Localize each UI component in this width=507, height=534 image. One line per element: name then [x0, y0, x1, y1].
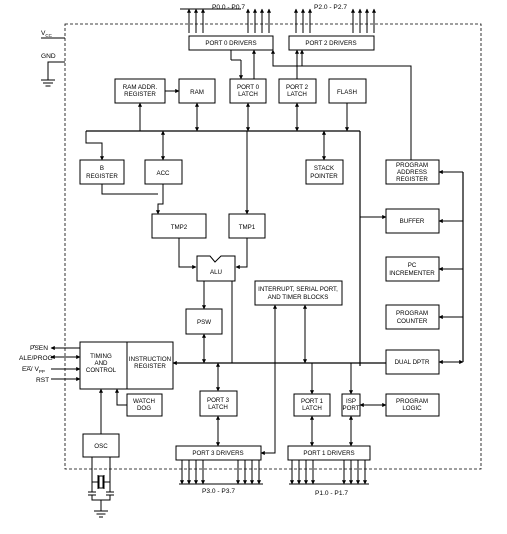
tmp1-block — [228, 213, 266, 239]
acc-tmp-connections — [101, 131, 250, 270]
crystal-oscillator-circuit — [88, 457, 114, 518]
watchdog-label-1: WATCH — [133, 398, 155, 405]
watchdog-to-reset-line — [114, 388, 127, 406]
port3-pins-label: P3.0 - P3.7 — [202, 488, 235, 495]
port3-latch-block — [199, 390, 238, 417]
port0-pin-arrows — [180, 8, 272, 33]
ale-prog-pin-label: ALE/PROG — [19, 355, 53, 362]
program-counter-label-2: COUNTER — [397, 318, 428, 325]
port2-pins-label: P2.0 - P2.7 — [314, 4, 347, 11]
port2-latch-block — [278, 78, 317, 104]
timing-label-2: AND — [94, 360, 108, 367]
rst-pin-label: RST — [36, 377, 49, 384]
port3-pin-arrows — [179, 460, 263, 485]
port3-latch-label-2: LATCH — [208, 404, 228, 411]
port1-pin-arrows — [289, 460, 369, 485]
pc-incrementer-block — [385, 256, 440, 282]
ram-addr-label-2: REGISTER — [124, 91, 156, 98]
port2-latch-label-1: PORT 2 — [286, 84, 309, 91]
port1-drivers-label: PORT 1 DRIVERS — [303, 450, 354, 457]
port0-latch-block — [229, 78, 267, 104]
flash-label: FLASH — [337, 89, 357, 96]
pa-register-label-2: ADDRESS — [397, 169, 427, 176]
ram-label: RAM — [190, 89, 204, 96]
interrupt-label-1: INTERRUPT, SERIAL PORT, — [258, 286, 338, 293]
program-logic-label-1: PROGRAM — [396, 398, 428, 405]
isp-port-label-1: ISP — [346, 398, 356, 405]
port0-pins-label: P0.0 - P0.7 — [212, 4, 245, 11]
port1-latch-label-2: LATCH — [302, 405, 322, 412]
alu-psw-connections — [201, 281, 308, 364]
program-logic-label-2: LOGIC — [402, 405, 422, 412]
alu-symbol — [196, 255, 236, 282]
ea-vpp-pin-label: EA/ VPP — [22, 366, 45, 374]
gnd-label: GND — [41, 53, 56, 60]
gnd-symbol — [41, 61, 65, 87]
timing-label-1: TIMING — [90, 353, 112, 360]
psen-pin-label: PSEN — [30, 345, 48, 352]
port1-pins-label: P1.0 - P1.7 — [315, 490, 348, 497]
stack-pointer-label-1: STACK — [314, 165, 335, 172]
buffer-block — [385, 208, 440, 234]
instruction-register-label-2: REGISTER — [134, 363, 166, 370]
port1-latch-label-1: PORT 1 — [301, 398, 324, 405]
dual-dptr-label: DUAL DPTR — [395, 359, 430, 366]
stack-pointer-block — [305, 159, 344, 185]
interrupt-label-2: AND TIMER BLOCKS — [268, 294, 329, 301]
port1-drivers-block — [287, 445, 371, 461]
b-register-label-1: B — [100, 165, 104, 172]
control-pin-lines — [50, 345, 81, 382]
port0-latch-label-2: LATCH — [238, 91, 258, 98]
port3-drivers-label: PORT 3 DRIVERS — [192, 450, 243, 457]
program-counter-label-1: PROGRAM — [396, 310, 428, 317]
alu-label: ALU — [210, 269, 222, 276]
watchdog-label-2: DOG — [137, 405, 151, 412]
program-address-register-block — [385, 159, 440, 185]
ram-addr-label-1: RAM ADDR. — [123, 84, 158, 91]
port2-latch-label-2: LATCH — [287, 91, 307, 98]
pc-incrementer-label-2: INCREMENTER — [389, 270, 435, 277]
tmp2-label: TMP2 — [171, 224, 188, 231]
ram-block — [178, 78, 216, 104]
instruction-register-block — [126, 341, 174, 390]
chip-boundary — [64, 23, 482, 470]
port0-drivers-label: PORT 0 DRIVERS — [205, 40, 256, 47]
isp-port-label-2: PORT — [342, 405, 359, 412]
port1-connections — [309, 363, 387, 447]
port2-drivers-block — [288, 35, 375, 51]
pa-register-label-1: PROGRAM — [396, 162, 428, 169]
port2-drivers-label: PORT 2 DRIVERS — [305, 40, 356, 47]
pc-incrementer-label-1: PC — [408, 262, 417, 269]
program-counter-block — [385, 304, 440, 330]
tmp1-label: TMP1 — [239, 224, 256, 231]
timing-label-3: CONTROL — [86, 367, 117, 374]
top-connections — [165, 49, 412, 160]
buffer-label: BUFFER — [400, 218, 425, 225]
osc-label: OSC — [94, 443, 108, 450]
port0-latch-label-1: PORT 0 — [237, 84, 260, 91]
timing-control-block — [79, 341, 128, 390]
pa-register-label-3: REGISTER — [396, 176, 428, 183]
acc-label: ACC — [156, 170, 170, 177]
port2-pin-arrows — [293, 8, 377, 33]
stack-pointer-label-2: POINTER — [310, 173, 338, 180]
right-address-bus — [438, 169, 464, 365]
interrupt-to-port3-line — [260, 304, 278, 456]
psw-label: PSW — [197, 319, 211, 326]
b-register-block — [79, 159, 125, 185]
instruction-register-label-1: INSTRUCTION — [129, 356, 171, 363]
dual-dptr-block — [385, 349, 440, 375]
port3-latch-label-1: PORT 3 — [207, 397, 230, 404]
interrupt-serial-timer-block — [254, 280, 343, 306]
b-register-label-2: REGISTER — [86, 173, 118, 180]
psw-block — [185, 308, 223, 335]
bus-taps-row1 — [85, 102, 387, 220]
vcc-label: VCC — [41, 30, 53, 38]
